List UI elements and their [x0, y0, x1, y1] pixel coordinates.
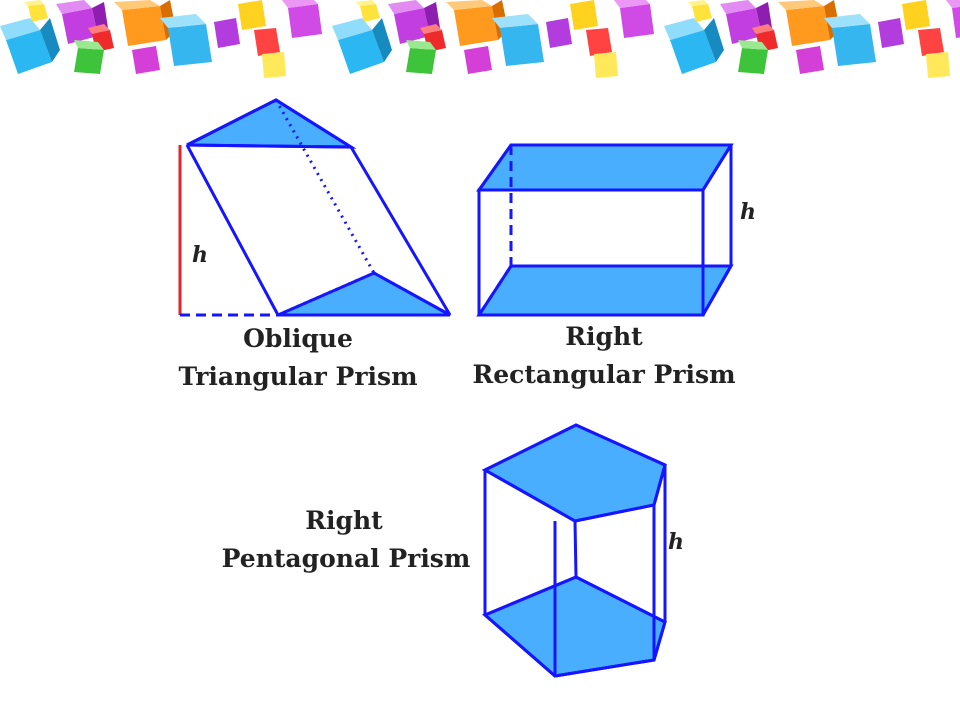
prism-name-line2: Pentagonal Prism	[222, 544, 471, 573]
prism-name-line2: Triangular Prism	[178, 362, 417, 391]
prism-name-line1: Right	[305, 506, 383, 535]
prism-name-line2: Rectangular Prism	[472, 360, 735, 389]
prism-name-line1: Oblique	[243, 324, 353, 353]
right-pentagonal-prism: h Right Pentagonal Prism	[222, 423, 684, 678]
prism-name-line1: Right	[565, 322, 643, 351]
bottom-triangle-face	[277, 271, 451, 317]
bottom-rectangle-face	[476, 264, 734, 317]
top-triangle-face	[186, 98, 357, 149]
top-pentagon-face	[481, 423, 667, 523]
oblique-triangular-prism: h Oblique Triangular Prism	[178, 98, 452, 391]
top-rectangle-face	[476, 143, 734, 192]
height-label: h	[668, 529, 684, 555]
right-rectangular-prism: h Right Rectangular Prism	[472, 143, 756, 389]
height-label: h	[740, 199, 756, 225]
height-label: h	[192, 242, 208, 268]
